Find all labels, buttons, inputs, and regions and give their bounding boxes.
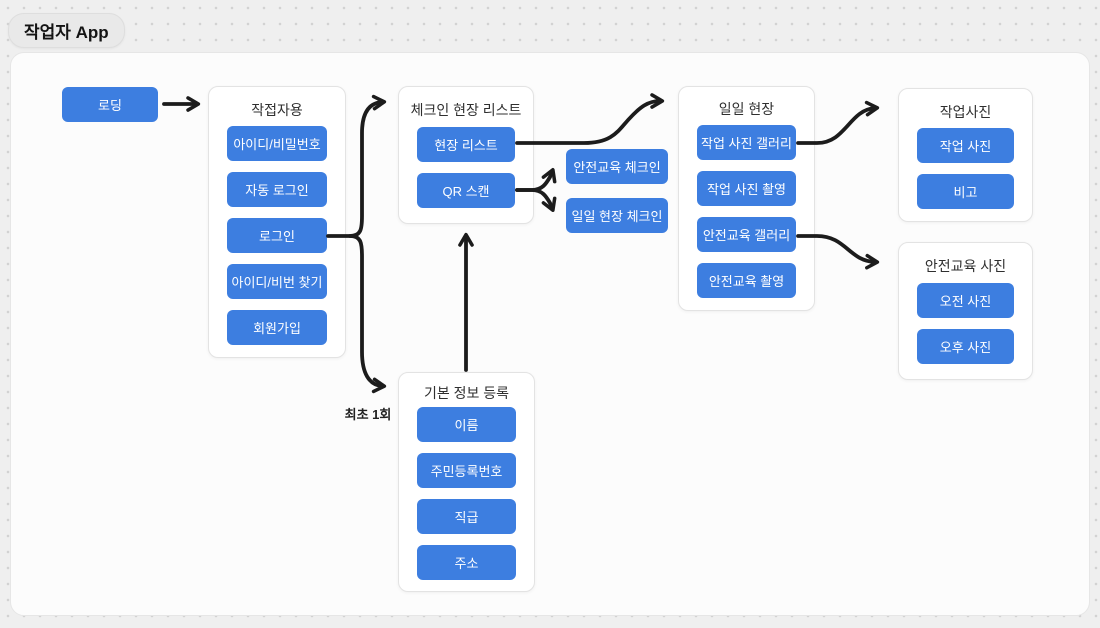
- node-find-credentials[interactable]: 아이디/비번 찾기: [227, 264, 327, 299]
- group-safety-photo-title: 안전교육 사진: [924, 258, 1007, 274]
- node-login[interactable]: 로그인: [227, 218, 327, 253]
- node-work-photo[interactable]: 작업 사진: [917, 128, 1014, 163]
- node-signup[interactable]: 회원가입: [227, 310, 327, 345]
- group-work-photo-title: 작업사진: [939, 103, 992, 120]
- node-remarks[interactable]: 비고: [917, 174, 1014, 209]
- group-worker-title: 작접자용: [251, 101, 303, 118]
- node-name[interactable]: 이름: [417, 407, 516, 442]
- node-safety-education-checkin[interactable]: 안전교육 체크인: [566, 149, 668, 184]
- node-id-password[interactable]: 아이디/비밀번호: [227, 126, 327, 161]
- node-loading[interactable]: 로딩: [62, 87, 158, 122]
- edge-label-min-once: 최초 1회: [344, 407, 392, 422]
- diagram-title-badge[interactable]: 작업자 App: [8, 13, 125, 48]
- group-safety-photo[interactable]: 안전교육 사진 오전 사진 오후 사진: [898, 242, 1033, 380]
- node-resident-number[interactable]: 주민등록번호: [417, 453, 516, 488]
- node-auto-login[interactable]: 자동 로그인: [227, 172, 327, 207]
- node-morning-photo[interactable]: 오전 사진: [917, 283, 1014, 318]
- node-afternoon-photo[interactable]: 오후 사진: [917, 329, 1014, 364]
- group-basic-info[interactable]: 기본 정보 등록 이름 주민등록번호 직급 주소: [398, 372, 535, 592]
- node-safety-education-gallery[interactable]: 안전교육 갤러리: [697, 217, 796, 252]
- node-qr-scan[interactable]: QR 스캔: [417, 173, 515, 208]
- node-address[interactable]: 주소: [417, 545, 516, 580]
- node-rank[interactable]: 직급: [417, 499, 516, 534]
- group-worker[interactable]: 작접자용 아이디/비밀번호 자동 로그인 로그인 아이디/비번 찾기 회원가입: [208, 86, 346, 358]
- node-safety-education-capture[interactable]: 안전교육 촬영: [697, 263, 796, 298]
- node-work-photo-capture[interactable]: 작업 사진 촬영: [697, 171, 796, 206]
- group-daily-site-title: 일일 현장: [718, 101, 775, 117]
- group-basic-info-title: 기본 정보 등록: [423, 385, 510, 401]
- group-checkin-list[interactable]: 체크인 현장 리스트 현장 리스트 QR 스캔: [398, 86, 534, 224]
- node-site-list[interactable]: 현장 리스트: [417, 127, 515, 162]
- group-checkin-list-title: 체크인 현장 리스트: [410, 102, 522, 118]
- group-work-photo[interactable]: 작업사진 작업 사진 비고: [898, 88, 1033, 222]
- node-daily-site-checkin[interactable]: 일일 현장 체크인: [566, 198, 668, 233]
- group-daily-site[interactable]: 일일 현장 작업 사진 갤러리 작업 사진 촬영 안전교육 갤러리 안전교육 촬…: [678, 86, 815, 311]
- node-work-photo-gallery[interactable]: 작업 사진 갤러리: [697, 125, 796, 160]
